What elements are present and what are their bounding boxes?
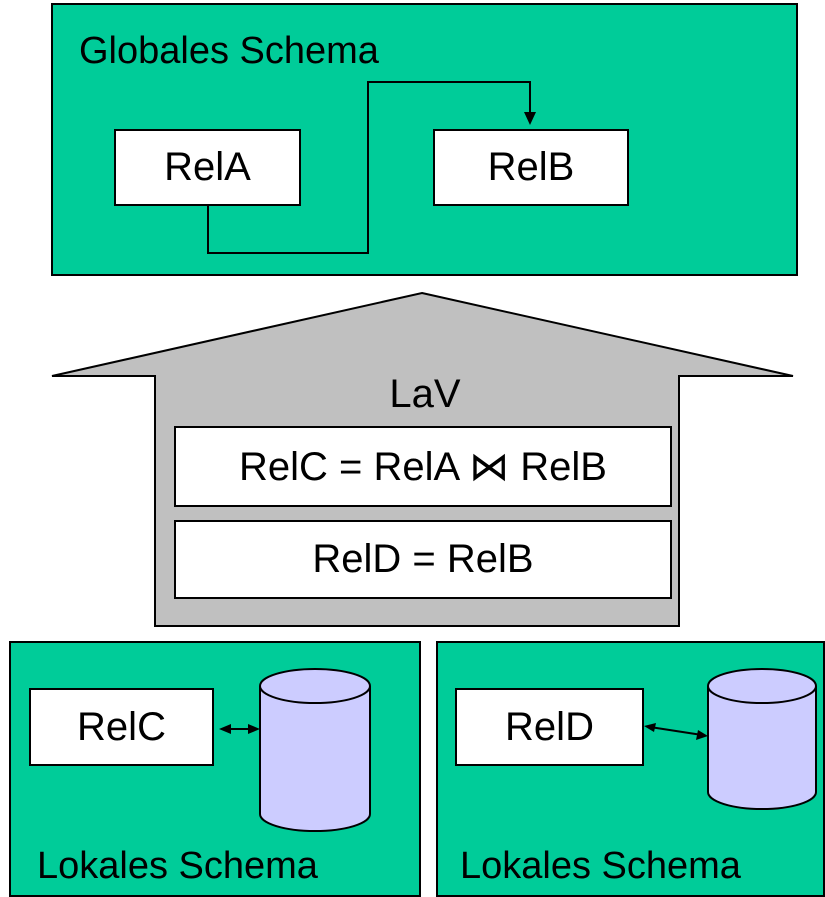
database-icon (259, 668, 371, 832)
mapping-rule-relc[interactable]: RelC = RelA ⋈ RelB (174, 426, 672, 507)
relation-reld[interactable]: RelD (455, 688, 644, 766)
relation-relc[interactable]: RelC (29, 688, 214, 766)
local-schema-title-2: Lokales Schema (460, 845, 741, 887)
double-arrow-icon (644, 723, 708, 740)
mapping-rule-reld[interactable]: RelD = RelB (174, 520, 672, 599)
arrowhead-icon (524, 112, 536, 125)
relation-relb[interactable]: RelB (433, 129, 629, 206)
global-schema-panel: Globales Schema RelA RelB (51, 3, 798, 276)
lav-label: LaV (389, 372, 461, 416)
global-schema-title: Globales Schema (79, 30, 379, 72)
local-schema-title-1: Lokales Schema (37, 845, 318, 887)
database-icon (707, 668, 817, 810)
double-arrow-icon (219, 724, 260, 734)
